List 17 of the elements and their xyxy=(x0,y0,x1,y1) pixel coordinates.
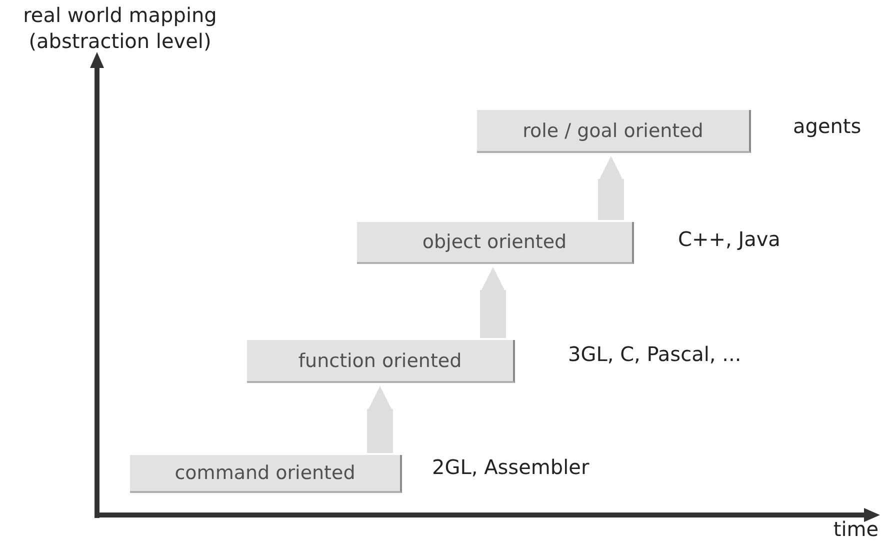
level-box xyxy=(130,455,402,493)
level-name: command oriented xyxy=(174,462,356,484)
language-examples: 3GL, C, Pascal, ... xyxy=(568,342,742,366)
block-arrow xyxy=(367,386,393,453)
level-name: role / goal oriented xyxy=(522,120,704,142)
level-box xyxy=(247,340,515,383)
level-name: function oriented xyxy=(298,350,462,372)
axis-label: time xyxy=(832,516,880,542)
level-name: object oriented xyxy=(422,231,567,253)
block-arrow xyxy=(598,156,624,220)
level-box xyxy=(477,110,751,153)
language-examples: 2GL, Assembler xyxy=(432,455,590,479)
language-examples: C++, Java xyxy=(678,227,780,251)
axis-label: real world mapping (abstraction level) xyxy=(22,2,218,54)
level-box xyxy=(357,222,634,264)
language-examples: agents xyxy=(793,114,862,138)
block-arrow xyxy=(480,267,506,338)
